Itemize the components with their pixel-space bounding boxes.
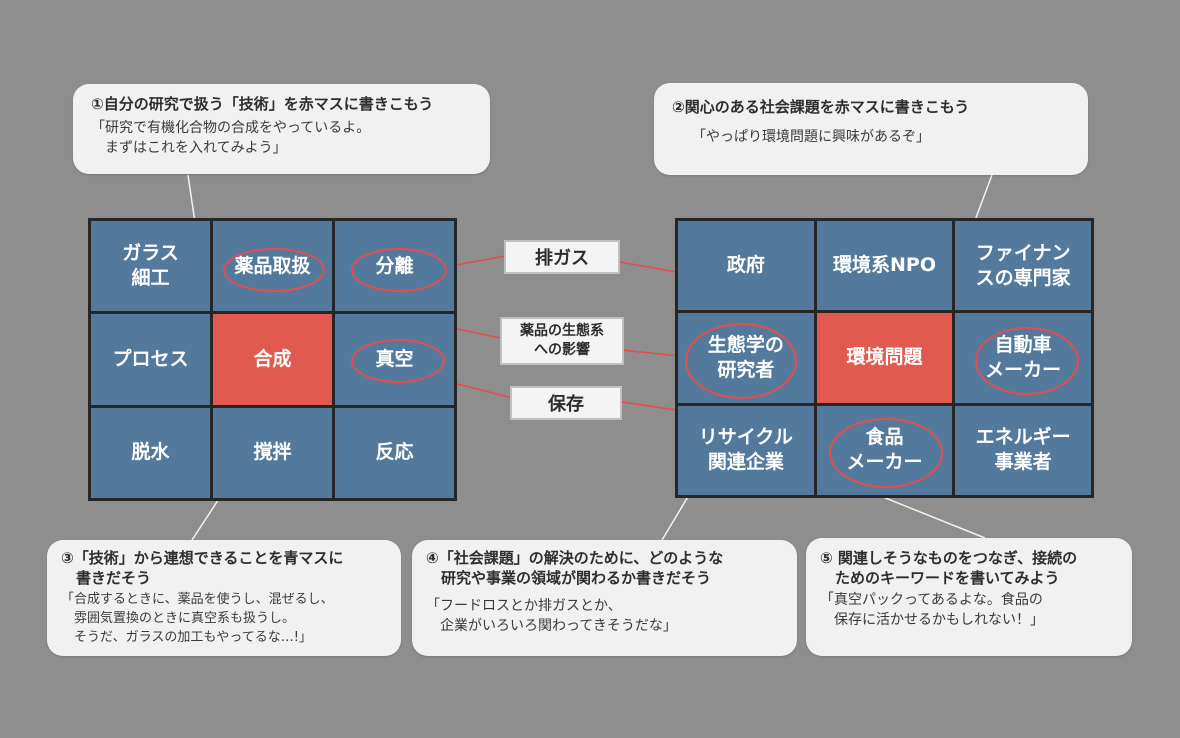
- callout-step-2: ②関心のある社会課題を赤マスに書きこもう 「やっぱり環境問題に興味があるぞ」: [654, 83, 1088, 175]
- tech-cell-label: 撹拌: [253, 441, 292, 464]
- issue-cell-label: 政府: [726, 254, 765, 277]
- callout-2-body: 「やっぱり環境問題に興味があるぞ」: [692, 129, 930, 145]
- issue-cell-ecologist: 生態学の 研究者: [678, 313, 814, 403]
- tech-cell-label: 反応: [375, 441, 414, 464]
- callout-step-4: ④「社会課題」の解決のために、どのような 研究や事業の領域が関わるか書きだそう …: [412, 540, 797, 656]
- issue-cell-finance-expert: ファイナン スの専門家: [955, 221, 1091, 311]
- tech-cell-reaction: 反応: [335, 407, 454, 498]
- callout-step-1: ①自分の研究で扱う「技術」を赤マスに書きこもう 「研究で有機化合物の合成をやって…: [73, 84, 490, 174]
- tech-cell-stirring: 撹拌: [213, 407, 332, 498]
- keyword-storage: 保存: [510, 386, 622, 420]
- tech-cell-label: 合成: [253, 347, 292, 370]
- issue-cell-label: 生態学の 研究者: [707, 333, 784, 381]
- keyword-exhaust-gas: 排ガス: [504, 240, 620, 274]
- issue-cell-automaker: 自動車 メーカー: [955, 313, 1091, 403]
- tech-cell-dehydration: 脱水: [91, 407, 210, 498]
- issue-cell-environmental-problem: 環境問題: [816, 313, 953, 403]
- issue-cell-label: 食品 メーカー: [846, 426, 923, 474]
- callout-3-title: ③「技術」から連想できることを青マスに 書きだそう: [61, 549, 344, 587]
- issue-cell-energy-company: エネルギー 事業者: [955, 405, 1091, 495]
- issue-cell-label: リサイクル 関連企業: [698, 426, 793, 474]
- tech-cell-label: 薬品取扱: [234, 254, 311, 277]
- callout-5-title: ⑤ 関連しそうなものをつなぎ、接続の ためのキーワードを書いてみよう: [820, 549, 1078, 587]
- issue-cell-label: 自動車 メーカー: [985, 333, 1062, 381]
- tech-cell-label: ガラス 細工: [122, 242, 179, 290]
- technology-grid: ガラス 細工 薬品取扱 分離 プロセス 合成 真空 脱水 撹拌 反応: [88, 218, 457, 501]
- callout-1-title: ①自分の研究で扱う「技術」を赤マスに書きこもう: [91, 95, 434, 113]
- tech-cell-glass-craft: ガラス 細工: [91, 221, 210, 312]
- callout-5-body: 「真空パックってあるよな。食品の 保存に活かせるかもしれない！」: [820, 592, 1044, 628]
- callout-1-body: 「研究で有機化合物の合成をやっているよ。 まずはこれを入れてみよう」: [91, 120, 371, 156]
- tech-cell-label: 分離: [375, 254, 414, 277]
- issue-cell-label: エネルギー 事業者: [975, 426, 1071, 474]
- callout-2-title: ②関心のある社会課題を赤マスに書きこもう: [672, 98, 970, 116]
- pointer-line-4: [661, 489, 693, 541]
- issue-cell-label: 環境問題: [846, 346, 923, 369]
- keyword-chemical-ecosystem-impact: 薬品の生態系 への影響: [500, 317, 624, 365]
- tech-cell-label: 真空: [375, 347, 414, 370]
- tech-cell-label: プロセス: [112, 347, 189, 370]
- callout-step-3: ③「技術」から連想できることを青マスに 書きだそう 「合成するときに、薬品を使う…: [47, 540, 401, 656]
- callout-step-5: ⑤ 関連しそうなものをつなぎ、接続の ためのキーワードを書いてみよう 「真空パッ…: [806, 538, 1132, 656]
- tech-cell-label: 脱水: [131, 441, 170, 464]
- tech-cell-vacuum: 真空: [335, 314, 454, 405]
- tech-cell-process: プロセス: [91, 314, 210, 405]
- issue-cell-label: ファイナン スの専門家: [975, 241, 1071, 289]
- callout-4-title: ④「社会課題」の解決のために、どのような 研究や事業の領域が関わるか書きだそう: [426, 549, 724, 587]
- social-issue-grid: 政府 環境系NPO ファイナン スの専門家 生態学の 研究者 環境問題 自動車 …: [675, 218, 1094, 498]
- issue-cell-recycling-companies: リサイクル 関連企業: [678, 405, 814, 495]
- callout-4-body: 「フードロスとか排ガスとか、 企業がいろいろ関わってきそうだな」: [426, 598, 677, 634]
- tech-cell-separation: 分離: [335, 221, 454, 312]
- issue-cell-government: 政府: [678, 221, 814, 311]
- callout-3-body: 「合成するときに、薬品を使うし、混ぜるし、 雰囲気置換のときに真空系も扱うし。 …: [61, 592, 334, 645]
- issue-cell-environmental-npo: 環境系NPO: [816, 221, 953, 311]
- issue-cell-label: 環境系NPO: [833, 254, 936, 277]
- tech-cell-chemical-handling: 薬品取扱: [213, 221, 332, 312]
- issue-cell-food-maker: 食品 メーカー: [816, 405, 953, 495]
- tech-cell-synthesis: 合成: [213, 314, 332, 405]
